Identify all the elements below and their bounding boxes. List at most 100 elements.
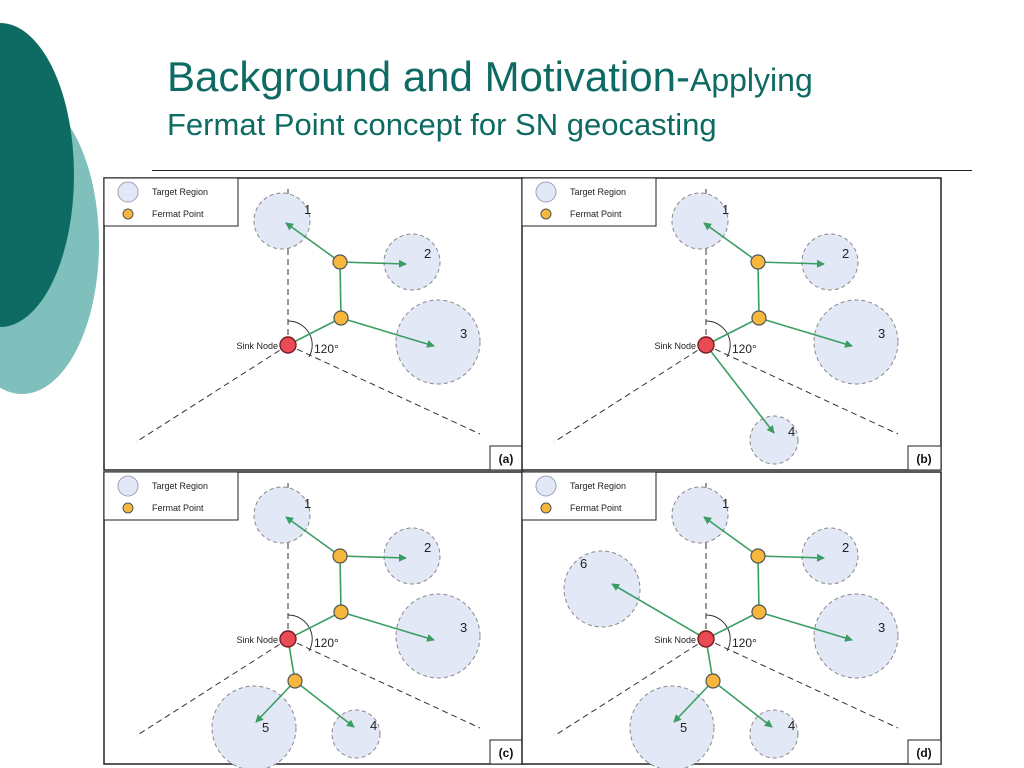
target-region-4 [749,709,799,759]
target-region-3 [395,299,481,385]
path-arrow [758,611,853,642]
region-label-3: 3 [878,326,885,341]
legend-fermat-swatch [122,208,134,220]
path-arrow [611,583,707,640]
legend-fermat-swatch [540,208,552,220]
path-arrow [712,680,773,728]
region-label-2: 2 [842,246,849,261]
fermat-point [705,673,721,689]
path-arrow [703,516,759,557]
fermat-point [287,673,303,689]
panel-tag-box [907,739,942,765]
path-arrow [340,317,435,348]
sector-line-right [705,344,899,435]
fermat-point [333,604,349,620]
sector-line-right [705,638,899,729]
legend-region-swatch [117,475,139,497]
path-arrow [339,553,407,562]
legend-region-swatch [117,181,139,203]
title-line2: Fermat Point concept for SN geocasting [167,107,717,142]
region-label-1: 1 [722,202,729,217]
fermat-point [750,548,766,564]
path-arrow [758,317,853,348]
panel-tag-box [489,739,524,765]
region-label-4: 4 [788,718,795,733]
target-region-2 [383,233,441,291]
path-arrow [285,516,341,557]
region-label-5: 5 [680,720,687,735]
region-label-6: 6 [580,556,587,571]
title-rule [152,170,972,171]
path-arrow [339,259,407,268]
title-small: Applying [689,62,813,98]
dark-teal-circle [0,23,74,327]
path-arrow [705,611,760,640]
target-region-1 [671,486,729,544]
angle-label: 120° [732,636,757,650]
fermat-point [332,254,348,270]
region-label-3: 3 [460,326,467,341]
region-label-2: 2 [424,246,431,261]
sector-line-right [287,344,481,435]
sector-line-left [135,638,289,737]
sector-line-left [553,344,707,443]
title-main: Background and Motivation- [167,53,690,100]
target-region-4 [331,709,381,759]
target-region-2 [801,527,859,585]
region-label-5: 5 [262,720,269,735]
path-arrow [705,317,760,346]
panel-tag: (a) [499,452,514,466]
sink-node [279,336,297,354]
slide-title: Background and Motivation-Applying Ferma… [167,52,813,145]
sink-node-label: Sink Node [654,341,696,351]
legend-target-region: Target Region [570,187,626,197]
target-region-5 [629,685,715,768]
target-region-2 [801,233,859,291]
sink-node [697,336,715,354]
panel-tag-box [907,445,942,471]
path-arrow [287,317,342,346]
legend-fermat-point: Fermat Point [152,209,204,219]
legend-fermat-point: Fermat Point [570,503,622,513]
angle-arc [705,320,731,358]
path-arrow [757,259,825,268]
path-arrow [673,680,714,723]
region-label-1: 1 [304,496,311,511]
path-arrow [705,344,775,434]
legend-fermat-swatch [540,502,552,514]
path-arrow [285,222,341,263]
path-arrow [336,555,345,613]
sink-node [697,630,715,648]
legend-region-swatch [535,475,557,497]
target-region-3 [813,299,899,385]
path-arrow [287,611,342,640]
target-region-1 [253,192,311,250]
sector-line-left [135,344,289,443]
path-arrow [336,261,345,319]
angle-label: 120° [732,342,757,356]
sink-node [279,630,297,648]
region-label-1: 1 [722,496,729,511]
legend-fermat-point: Fermat Point [570,209,622,219]
legend-target-region: Target Region [570,481,626,491]
region-label-1: 1 [304,202,311,217]
fermat-point [750,254,766,270]
target-region-3 [395,593,481,679]
legend-target-region: Target Region [152,481,208,491]
target-region-3 [813,593,899,679]
sink-node-label: Sink Node [654,635,696,645]
fermat-point [332,548,348,564]
panel-tag: (b) [916,452,931,466]
angle-label: 120° [314,342,339,356]
angle-arc [705,614,731,652]
legend-fermat-swatch [122,502,134,514]
target-region-1 [671,192,729,250]
region-label-3: 3 [878,620,885,635]
sector-line-left [553,638,707,737]
